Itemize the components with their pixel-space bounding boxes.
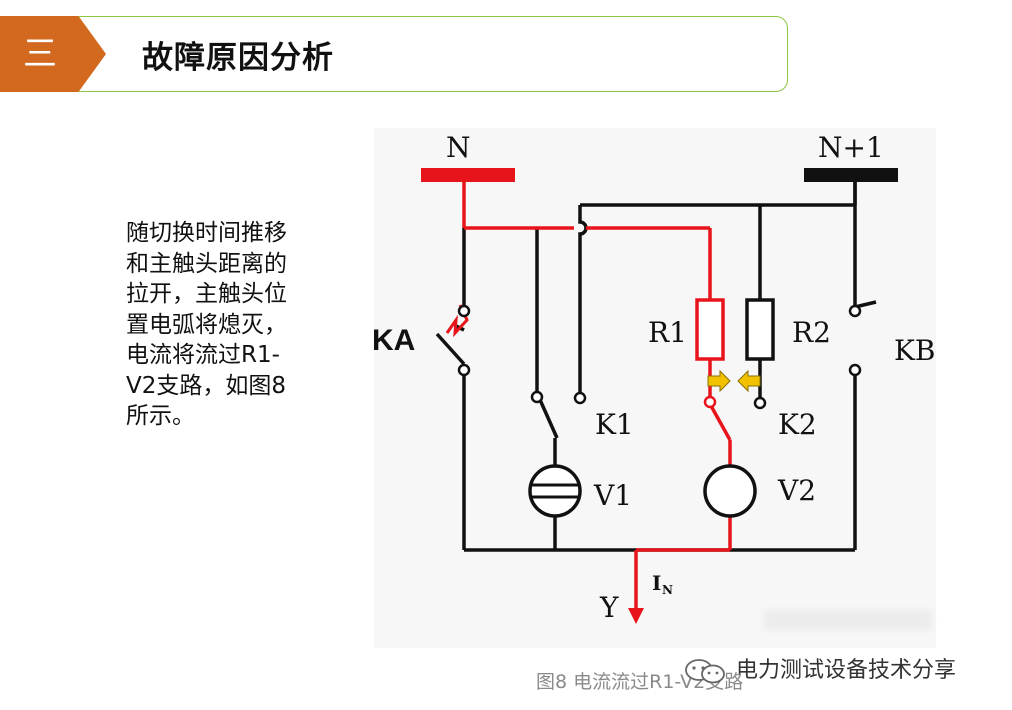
label-v2: V2 [777,474,816,507]
bus-n [421,168,515,182]
figure-background [374,128,936,648]
wire-k1-crossover [578,205,588,394]
label-v1: V1 [593,479,632,512]
current-path [462,182,732,610]
wechat-icon [685,659,725,684]
page-title: 故障原因分析 [142,40,334,76]
label-y: Y [599,591,619,624]
transition-arrow-icons [707,369,761,393]
section-number: 三 [23,34,57,74]
resistor-r1 [695,298,725,361]
label-r2: R2 [792,316,831,349]
label-ka: KA [372,324,415,357]
bus-n-plus-1 [804,168,898,182]
resistor-r2 [745,298,775,361]
label-bus-n-plus-1: N+1 [818,131,884,164]
arrow-left-icon [737,369,761,393]
watermark-blur [764,610,932,630]
label-r1: R1 [648,316,687,349]
description-text: 随切换时间推移和主触头距离的拉开，主触头位置电弧将熄灭，电流将流过R1-V2支路… [126,220,287,429]
current-arrow [628,608,644,624]
label-k2: K2 [778,408,817,441]
label-k1: K1 [595,408,634,441]
label-kb: KB [894,334,936,367]
watermark-text: 电力测试设备技术分享 [736,658,957,683]
contact-terminals [457,304,862,410]
label-current-sub: N [662,583,673,597]
label-current: I [652,571,661,595]
header-banner [30,16,788,92]
label-bus-n: N [446,131,471,164]
arrow-right-icon [707,369,731,393]
diverter-v2 [703,464,757,518]
contact-ka-blade [435,332,466,366]
diverter-v1 [528,464,582,518]
